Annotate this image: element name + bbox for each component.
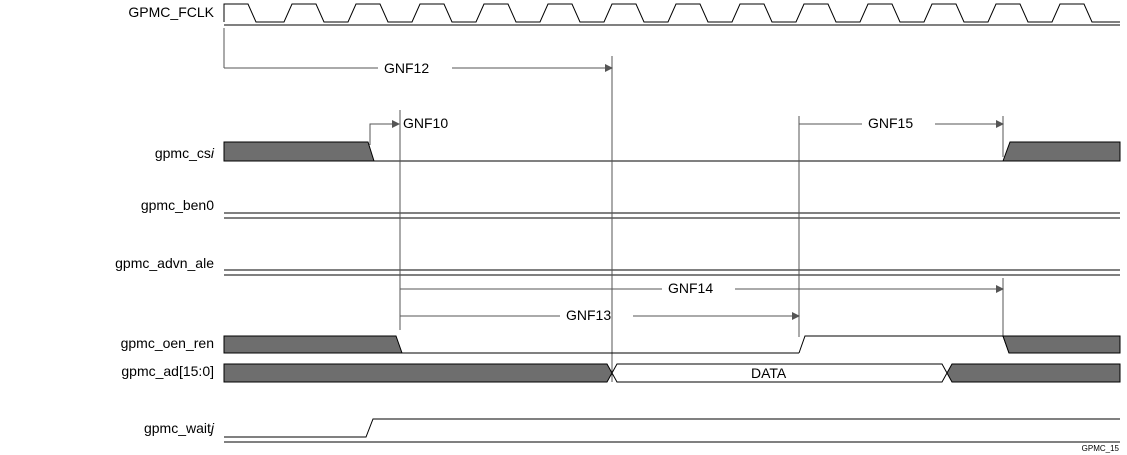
- ad-data-label: DATA: [751, 365, 787, 381]
- signal-label-csi: gpmc_csi: [154, 145, 214, 161]
- signal-label-advn: gpmc_advn_ale: [115, 255, 214, 271]
- ad-fill-right: [946, 363, 1121, 383]
- signal-label-wait: gpmc_waitj: [143, 420, 214, 436]
- gnf15-label: GNF15: [868, 115, 913, 131]
- oen-high: [798, 335, 1010, 354]
- signal-label-oen: gpmc_oen_ren: [120, 335, 214, 351]
- gnf14-label: GNF14: [668, 280, 713, 296]
- gnf12-label: GNF12: [384, 60, 429, 76]
- gnf13-label: GNF13: [566, 307, 611, 323]
- fclk-waveform: [223, 3, 1120, 23]
- csi-fill-left: [223, 141, 375, 162]
- signal-label-ben0: gpmc_ben0: [140, 197, 214, 213]
- ad-fill-left: [223, 363, 613, 383]
- csi-fill-right: [1002, 141, 1121, 162]
- wait-waveform: [224, 418, 1120, 438]
- signal-label-fclk: GPMC_FCLK: [128, 4, 214, 20]
- signal-label-ad: gpmc_ad[15:0]: [121, 363, 214, 379]
- oen-fill-left: [223, 335, 403, 354]
- gnf10-label: GNF10: [403, 115, 448, 131]
- gnf10-arrow: [369, 120, 400, 145]
- figure-id: GPMC_15: [1081, 444, 1119, 453]
- oen-fill-right: [1002, 335, 1121, 354]
